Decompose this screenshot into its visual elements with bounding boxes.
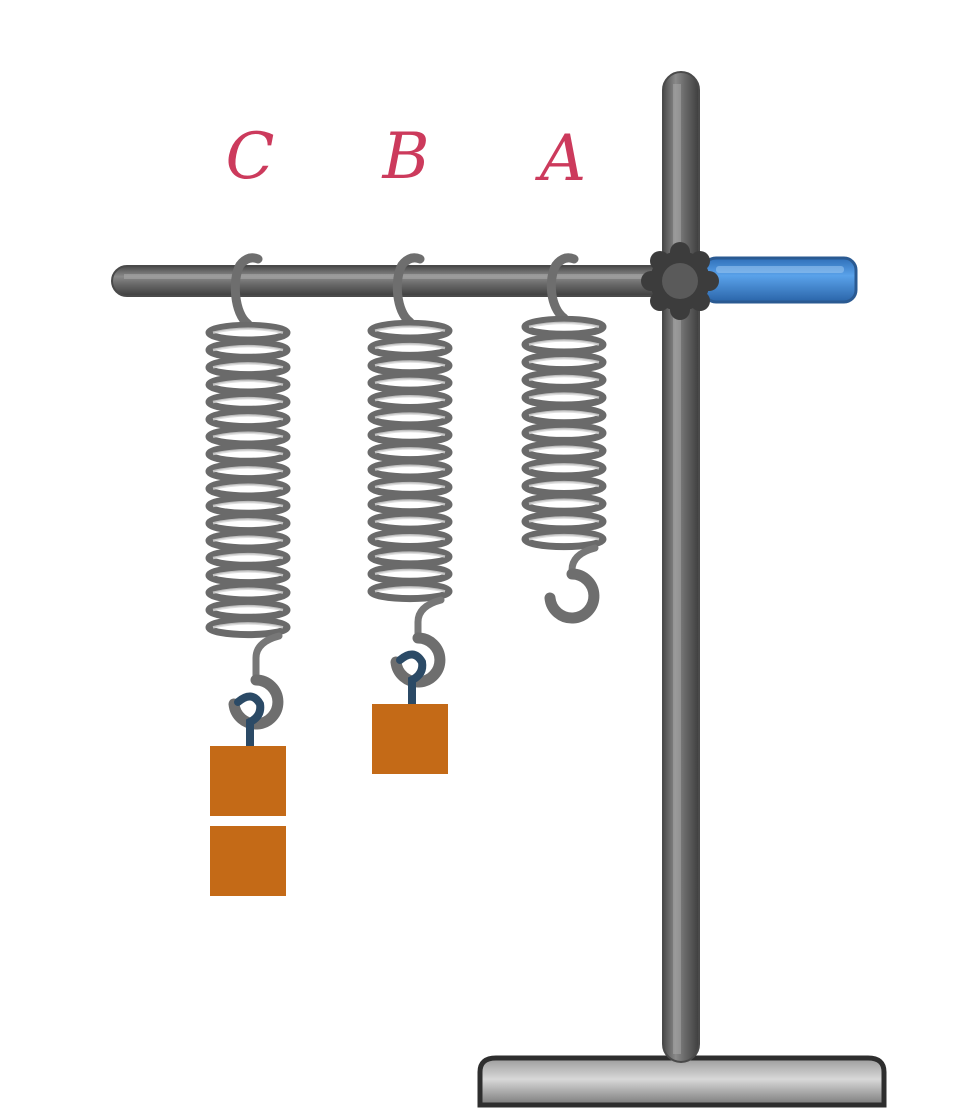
spring-bottom-hook — [228, 674, 284, 730]
mass-hook-icon — [234, 692, 265, 750]
spring-coil-highlight — [528, 533, 600, 541]
spring-coil — [205, 616, 291, 639]
spring-coil-highlight — [212, 414, 284, 421]
spring-coil-highlight — [212, 622, 284, 629]
spring-a — [521, 253, 607, 624]
masses-group — [210, 650, 448, 896]
spring-coil-highlight — [212, 379, 284, 386]
spring-coil-highlight — [374, 481, 446, 489]
spring-coil-highlight — [528, 498, 600, 505]
spring-coil-highlight — [212, 604, 284, 612]
spring-coil-highlight — [374, 360, 446, 367]
stand-base — [477, 1055, 887, 1108]
slotted-mass-icon — [372, 704, 448, 774]
spring-coil-highlight — [528, 427, 600, 435]
spring-coil-highlight — [212, 344, 284, 352]
spring-coil-highlight — [212, 518, 284, 525]
spring-top-hook — [392, 253, 425, 327]
spring-coil-highlight — [528, 374, 600, 382]
spring-coil-highlight — [212, 552, 284, 560]
spring-coil-highlight — [528, 445, 600, 452]
spring-coil-highlight — [212, 396, 284, 404]
spring-coil-highlight — [374, 516, 446, 524]
clamp-handle — [702, 256, 858, 304]
spring-coil-highlight — [212, 570, 284, 577]
spring-coil-highlight — [374, 342, 446, 350]
spring-coil-highlight — [528, 463, 600, 470]
spring-coil-highlight — [374, 534, 446, 541]
spring-top-hook — [230, 253, 263, 329]
spring-coil-highlight — [212, 431, 284, 438]
spring-coil-highlight — [374, 551, 446, 558]
boss-clamp-icon — [641, 242, 719, 320]
slotted-mass-icon — [210, 746, 286, 816]
spring-coil-highlight — [528, 321, 600, 329]
spring-coil-highlight — [374, 412, 446, 419]
spring-coil-highlight — [374, 586, 446, 593]
spring-coil-highlight — [374, 499, 446, 506]
spring-coil-highlight — [374, 325, 446, 332]
spring-coil-highlight — [374, 395, 446, 402]
spring-coil-highlight — [528, 410, 600, 417]
retort-stand-icon — [662, 71, 700, 1063]
spring-coil-highlight — [212, 466, 284, 473]
spring-stem — [414, 596, 445, 642]
spring-coil-highlight — [212, 327, 284, 334]
mass-hook-icon — [396, 650, 427, 708]
spring-coil-highlight — [528, 339, 600, 346]
spring-coil-highlight — [528, 392, 600, 399]
spring-bottom-hook — [390, 632, 446, 688]
spring-coil — [521, 528, 607, 551]
spring-coil-highlight — [212, 362, 284, 369]
spring-top-hook — [546, 253, 579, 323]
spring-coil-highlight — [374, 447, 446, 454]
spring-label-b: B — [381, 120, 429, 194]
spring-coil-highlight — [374, 464, 446, 471]
spring-coil-highlight — [528, 357, 600, 364]
spring-coil-highlight — [212, 587, 284, 594]
slotted-mass-icon — [210, 826, 286, 896]
spring-coil-highlight — [528, 480, 600, 488]
spring-label-c: C — [226, 120, 275, 194]
spring-bottom-hook — [544, 568, 600, 624]
spring-coil-highlight — [212, 535, 284, 542]
spring-c — [205, 253, 291, 730]
spring-coil-highlight — [212, 448, 284, 456]
spring-coil-highlight — [212, 500, 284, 508]
spring-b — [367, 253, 453, 688]
spring-stem — [252, 632, 283, 684]
spring-coil-highlight — [212, 483, 284, 490]
spring-coil-highlight — [528, 516, 600, 523]
spring-coil-highlight — [374, 568, 446, 576]
spring-label-a: A — [535, 122, 586, 196]
spring-coil — [367, 580, 453, 603]
spring-coil-highlight — [374, 429, 446, 437]
spring-coil-highlight — [374, 377, 446, 385]
